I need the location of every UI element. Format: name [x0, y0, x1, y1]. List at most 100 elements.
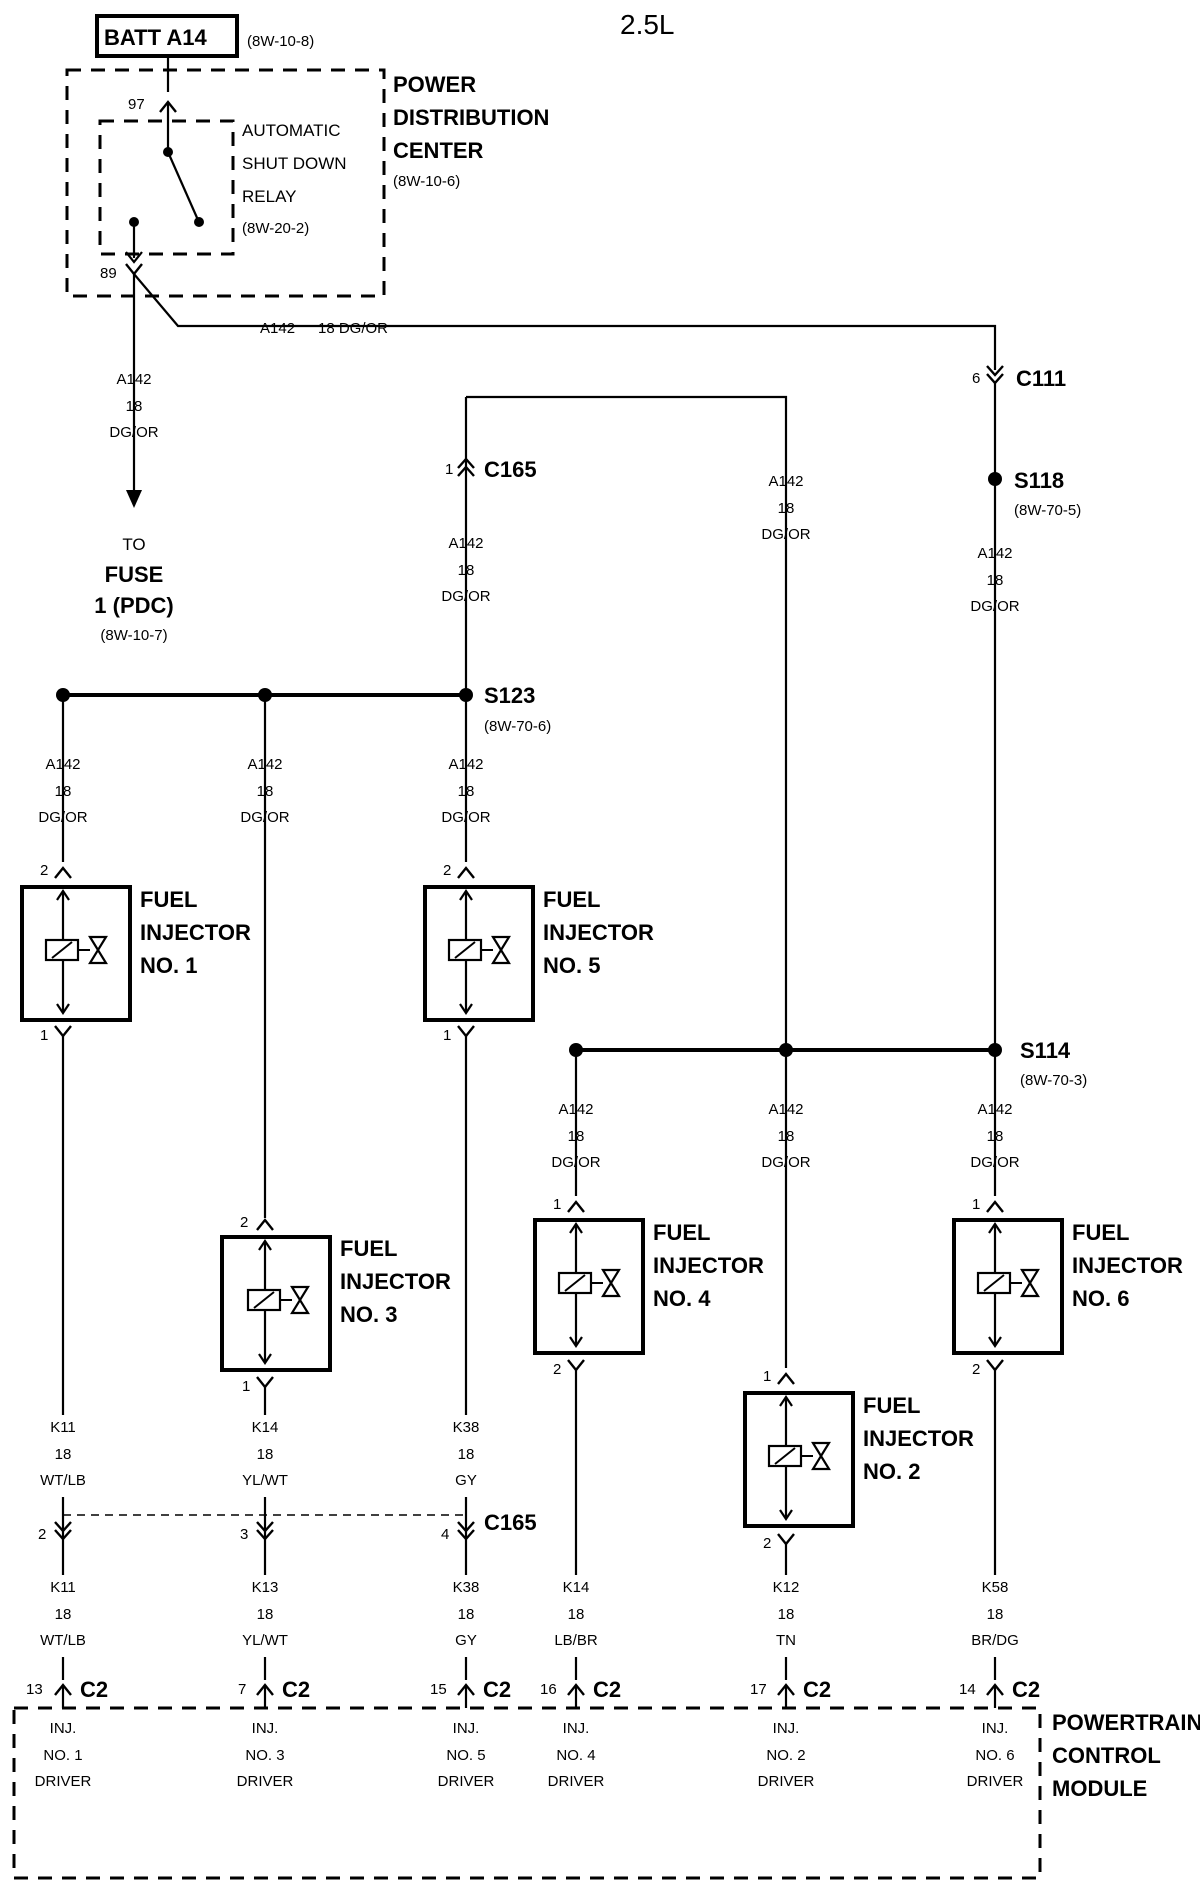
- svg-text:DG/OR: DG/OR: [441, 588, 490, 605]
- svg-text:FUEL: FUEL: [140, 887, 197, 912]
- svg-text:1: 1: [40, 1027, 48, 1044]
- svg-text:NO. 3: NO. 3: [245, 1747, 284, 1764]
- svg-text:DRIVER: DRIVER: [35, 1773, 92, 1790]
- svg-text:15: 15: [430, 1681, 447, 1698]
- svg-text:FUEL: FUEL: [340, 1236, 397, 1261]
- c111-label: C111: [1016, 366, 1066, 391]
- svg-text:WT/LB: WT/LB: [40, 1632, 86, 1649]
- fuel-injector-3: 2 1 FUEL INJECTOR NO. 3: [220, 1214, 451, 1395]
- svg-text:K11: K11: [50, 1419, 76, 1436]
- svg-text:GY: GY: [455, 1632, 477, 1649]
- svg-text:YL/WT: YL/WT: [242, 1472, 288, 1489]
- svg-text:A142: A142: [45, 756, 80, 773]
- svg-text:17: 17: [750, 1681, 767, 1698]
- svg-text:DG/OR: DG/OR: [109, 424, 158, 441]
- svg-text:K11: K11: [50, 1579, 76, 1596]
- wire-k12-lower: K12 18 TN: [761, 1575, 811, 1657]
- svg-text:TN: TN: [776, 1632, 796, 1649]
- svg-text:DG/OR: DG/OR: [240, 809, 289, 826]
- svg-text:18: 18: [55, 1606, 72, 1623]
- svg-text:A142: A142: [768, 473, 803, 490]
- inj1-pin-top-icon: [53, 866, 73, 880]
- fuel-injector-2: 1 2 FUEL INJECTOR NO. 2: [743, 1368, 974, 1552]
- svg-text:NO. 6: NO. 6: [1072, 1286, 1129, 1311]
- svg-text:A142: A142: [260, 320, 295, 337]
- svg-text:BR/DG: BR/DG: [971, 1632, 1019, 1649]
- svg-text:18: 18: [778, 1606, 795, 1623]
- fuel-injector-1: 2 1 FUEL INJECTOR NO. 1: [20, 862, 251, 1044]
- inj3-pin-top-icon: [255, 1218, 275, 1232]
- svg-text:18: 18: [257, 783, 274, 800]
- pcm-driver-3: INJ. NO. 3 DRIVER: [237, 1720, 294, 1790]
- svg-text:1: 1: [553, 1196, 561, 1213]
- svg-text:C2: C2: [483, 1677, 511, 1702]
- svg-text:NO. 4: NO. 4: [556, 1747, 595, 1764]
- svg-text:INJECTOR: INJECTOR: [653, 1253, 764, 1278]
- svg-text:INJECTOR: INJECTOR: [140, 920, 251, 945]
- pcm-driver-2: INJ. NO. 2 DRIVER: [758, 1720, 815, 1790]
- pdc-box: [65, 68, 386, 298]
- svg-text:NO. 1: NO. 1: [140, 953, 197, 978]
- svg-text:1: 1: [443, 1027, 451, 1044]
- svg-text:18: 18: [568, 1606, 585, 1623]
- wire-k11-upper: K11 18 WT/LB: [38, 1415, 88, 1497]
- inj2-pin-top-icon: [776, 1372, 796, 1386]
- svg-text:2: 2: [763, 1535, 771, 1552]
- c165-top-label: C165: [484, 457, 537, 482]
- pdc-ref: (8W-10-6): [393, 173, 460, 190]
- svg-text:3: 3: [240, 1526, 248, 1543]
- wire-k14-lower: K14 18 LB/BR: [551, 1575, 601, 1657]
- svg-text:A142: A142: [448, 535, 483, 552]
- svg-text:DG/OR: DG/OR: [441, 809, 490, 826]
- wire-a142-inj6: A142 18 DG/OR: [970, 1050, 1020, 1196]
- svg-text:DRIVER: DRIVER: [438, 1773, 495, 1790]
- pcm-driver-6: INJ. NO. 6 DRIVER: [967, 1720, 1024, 1790]
- svg-text:14: 14: [959, 1681, 976, 1698]
- svg-text:INJECTOR: INJECTOR: [863, 1426, 974, 1451]
- svg-text:DRIVER: DRIVER: [548, 1773, 605, 1790]
- wire-k11-lower: K11 18 WT/LB: [38, 1575, 88, 1657]
- svg-text:NO. 5: NO. 5: [446, 1747, 485, 1764]
- svg-text:18: 18: [778, 500, 795, 517]
- svg-text:K38: K38: [453, 1419, 480, 1436]
- svg-text:NO. 2: NO. 2: [766, 1747, 805, 1764]
- wire-k13-lower: K13 18 YL/WT: [240, 1575, 290, 1657]
- wire-k38-upper: K38 18 GY: [441, 1415, 491, 1497]
- c2-pins: 13 C2 7 C2 15 C2 16 C2 17 C2 14 C2: [26, 1677, 1040, 1708]
- injector-coil-icon: [557, 1268, 621, 1298]
- wire-a142-to-c111: [133, 273, 997, 370]
- inj5-pin-bot-icon: [456, 1024, 476, 1038]
- fuse-to: TO: [122, 535, 145, 554]
- relay-ref: (8W-20-2): [242, 220, 309, 237]
- svg-text:K14: K14: [563, 1579, 590, 1596]
- injector-coil-icon: [767, 1441, 831, 1471]
- svg-text:INJECTOR: INJECTOR: [543, 920, 654, 945]
- svg-text:1: 1: [242, 1378, 250, 1395]
- svg-text:6: 6: [972, 370, 980, 387]
- svg-text:13: 13: [26, 1681, 43, 1698]
- inj1-pin-bot-icon: [53, 1024, 73, 1038]
- svg-text:16: 16: [540, 1681, 557, 1698]
- svg-text:DG/OR: DG/OR: [970, 1154, 1019, 1171]
- svg-text:18: 18: [458, 562, 475, 579]
- svg-text:18: 18: [987, 1128, 1004, 1145]
- relay-label-2: SHUT DOWN: [242, 154, 347, 173]
- s118-ref: (8W-70-5): [1014, 502, 1081, 519]
- svg-text:DRIVER: DRIVER: [758, 1773, 815, 1790]
- svg-text:GY: GY: [455, 1472, 477, 1489]
- svg-text:A142: A142: [977, 1101, 1012, 1118]
- s123-ref: (8W-70-6): [484, 718, 551, 735]
- fuse-label: FUSE: [105, 562, 164, 587]
- svg-text:INJ.: INJ.: [252, 1720, 279, 1737]
- fuse-pdc: 1 (PDC): [94, 593, 173, 618]
- c165-lower-label: C165: [484, 1510, 537, 1535]
- svg-text:A142: A142: [116, 371, 151, 388]
- svg-text:NO. 3: NO. 3: [340, 1302, 397, 1327]
- svg-text:18: 18: [987, 1606, 1004, 1623]
- svg-text:FUEL: FUEL: [1072, 1220, 1129, 1245]
- svg-text:INJ.: INJ.: [773, 1720, 800, 1737]
- svg-text:K58: K58: [982, 1579, 1009, 1596]
- svg-text:18: 18: [55, 783, 72, 800]
- svg-text:A142: A142: [448, 756, 483, 773]
